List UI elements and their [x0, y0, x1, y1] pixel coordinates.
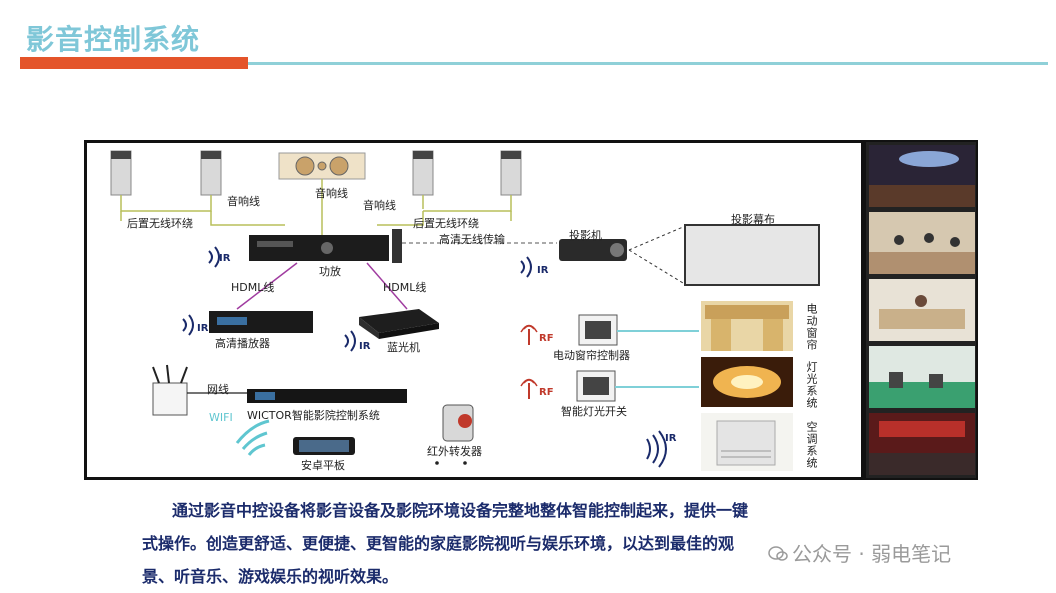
hdmi-label: HDML线 [383, 279, 426, 295]
ac-photo [701, 413, 793, 471]
hd-wireless-label: 高清无线传输 [439, 231, 505, 247]
ir-label: IR [219, 253, 230, 264]
speaker-icon [201, 151, 221, 195]
ir-transmitter-label: 红外转发器 [427, 443, 482, 459]
rf-label: RF [539, 387, 554, 398]
rf-signal-icon [521, 326, 537, 400]
projection-beam [629, 227, 683, 283]
rear-surround-label: 后置无线环绕 [127, 215, 193, 231]
curtain-photo [701, 301, 793, 351]
tablet-label: 安卓平板 [301, 457, 345, 473]
bluray-device [359, 309, 439, 339]
lounge-photo [869, 279, 975, 341]
lighting-photo [701, 357, 793, 407]
curtain-system-label: 电动窗帘 [803, 303, 819, 351]
amplifier-label: 功放 [319, 263, 341, 279]
router-device [153, 365, 187, 415]
cinema-photo [869, 145, 975, 207]
speaker-wire-label: 音响线 [315, 185, 348, 201]
speaker-icon [111, 151, 131, 195]
ir-label: IR [197, 323, 208, 334]
speaker-wire-label: 音响线 [363, 197, 396, 213]
speaker-icon [501, 151, 521, 195]
lighting-system-label: 灯光系统 [803, 361, 819, 409]
ac-system-label: 空调系统 [803, 421, 819, 469]
projection-screen [685, 225, 819, 285]
wechat-icon [768, 545, 788, 563]
curtain-controller-device [579, 315, 617, 345]
watermark: 公众号 · 弱电笔记 [768, 538, 951, 567]
wifi-label: WIFI [209, 411, 233, 424]
control-system-label: WICTOR智能影院控制系统 [247, 407, 380, 423]
amplifier-device [249, 229, 402, 263]
title-accent-bar [20, 57, 248, 69]
ir-label: IR [359, 341, 370, 352]
projector-label: 投影机 [569, 227, 602, 243]
hd-player-label: 高清播放器 [215, 335, 270, 351]
projection-screen-label: 投影幕布 [731, 211, 775, 227]
bluray-label: 蓝光机 [387, 339, 420, 355]
hdmi-label: HDML线 [231, 279, 274, 295]
network-cable-label: 网线 [207, 381, 229, 397]
speaker-wire-label: 音响线 [227, 193, 260, 209]
av-system-diagram: 音响线 音响线 音响线 后置无线环绕 后置无线环绕 功放 高清无线传输 投影机 … [84, 140, 864, 480]
ir-label: IR [537, 265, 548, 276]
wifi-icon [237, 421, 269, 455]
diagram-graphics [87, 143, 861, 477]
center-speaker-icon [279, 153, 365, 179]
speaker-icon [413, 151, 433, 195]
tablet-device [293, 437, 355, 455]
gym-photo [869, 346, 975, 408]
title-underline [248, 62, 1048, 65]
meeting-photo [869, 413, 975, 475]
hd-player-device [209, 311, 313, 333]
light-switch-label: 智能灯光开关 [561, 403, 627, 419]
light-switch-device [577, 371, 615, 401]
rear-surround-label: 后置无线环绕 [413, 215, 479, 231]
watermark-text: 公众号 · 弱电笔记 [792, 542, 951, 566]
description-line: 通过影音中控设备将影音设备及影院环境设备完整地整体智能控制起来，提供一键 [142, 494, 902, 527]
control-system-device [247, 389, 407, 403]
rf-label: RF [539, 333, 554, 344]
curtain-controller-label: 电动窗帘控制器 [553, 347, 630, 363]
scene-photo-strip [864, 140, 978, 480]
ir-label: IR [665, 433, 676, 444]
fitness-photo [869, 212, 975, 274]
page-title: 影音控制系统 [26, 18, 200, 58]
